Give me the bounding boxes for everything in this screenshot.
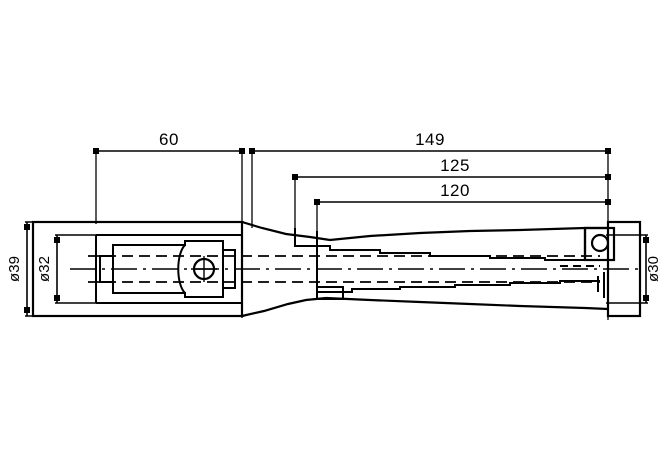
dim-label-d32: ø32 (36, 256, 53, 282)
tick-d30-top (643, 237, 649, 243)
vertical-dimension-ticks (24, 224, 649, 313)
tick-60-left (93, 148, 99, 154)
tick-125-left (292, 174, 298, 180)
tip-nose-details (560, 265, 605, 298)
taper-lower (241, 296, 327, 318)
tick-120-left (314, 199, 320, 205)
slot-bore-arc (177, 244, 186, 294)
tick-d32-top (54, 237, 60, 243)
tick-d39-top (24, 224, 30, 230)
tick-60-right (239, 148, 245, 154)
body-bottom-edge (325, 296, 609, 311)
tick-120-right (605, 199, 611, 205)
drill-tip-assembly (583, 226, 616, 262)
tick-149-right (605, 148, 611, 154)
dim-label-d30: ø30 (645, 256, 662, 282)
tick-d32-bottom (54, 295, 60, 301)
flute-lines (294, 228, 600, 293)
dimension-tick-marks (93, 148, 611, 205)
slot-outline (112, 240, 224, 298)
dim-label-125: 125 (440, 156, 470, 175)
dim-label-60: 60 (159, 130, 179, 149)
flute-root-detail (316, 286, 344, 300)
dim-label-149: 149 (415, 130, 445, 149)
horizontal-dimension-lines (96, 150, 608, 203)
flute-lower-step (316, 231, 600, 293)
flute-upper-step (294, 228, 585, 261)
end-reference-plate (606, 220, 642, 318)
tick-d39-bottom (24, 307, 30, 313)
dim-label-d39: ø39 (6, 256, 23, 282)
tick-149-left (249, 148, 255, 154)
dim-label-120: 120 (440, 181, 470, 200)
tick-125-right (605, 174, 611, 180)
tick-d30-bottom (643, 295, 649, 301)
